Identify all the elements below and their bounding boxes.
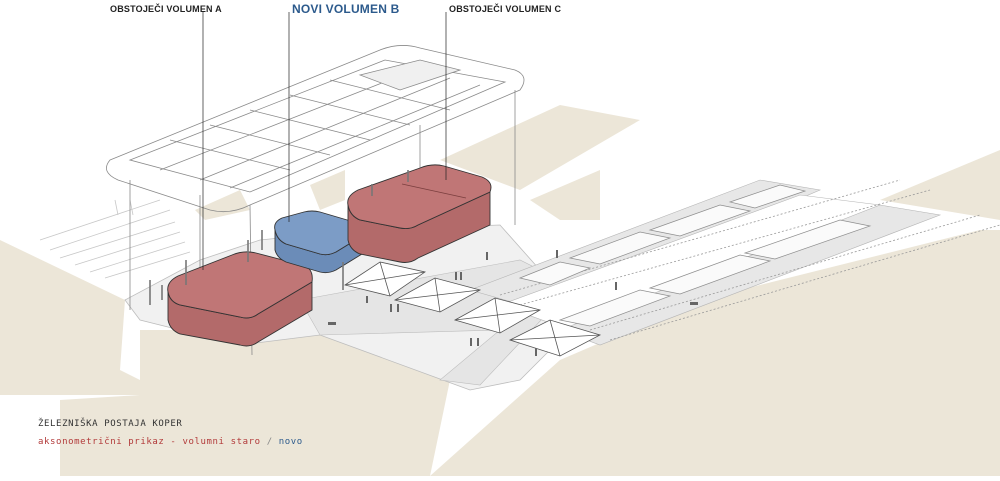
label-volume-b: NOVI VOLUMEN B	[292, 2, 400, 16]
ground-left	[0, 240, 170, 395]
pyramid-canopy-ridge	[454, 297, 541, 334]
caption-subtitle: aksonometrični prikaz - volumni staro / …	[38, 437, 303, 447]
roof-skylight	[358, 59, 462, 91]
label-volume-c: OBSTOJEČI VOLUMEN C	[449, 4, 562, 14]
caption-subtitle-new: novo	[278, 437, 303, 447]
figure	[470, 338, 472, 346]
figure	[390, 304, 392, 312]
canopy	[728, 184, 807, 209]
figure	[477, 338, 479, 346]
platform-canopies	[518, 184, 872, 327]
parking-line	[129, 199, 134, 216]
figure	[486, 252, 488, 260]
canopy	[568, 231, 672, 265]
ground-bottom-right	[430, 230, 1000, 476]
pyramid-canopy-ridge	[394, 277, 481, 313]
parking-line	[114, 199, 119, 216]
roof-outer	[106, 45, 525, 213]
figure	[690, 302, 698, 305]
ground-mid-beige	[530, 170, 600, 220]
parking-line	[89, 241, 186, 273]
parking-line	[59, 221, 176, 259]
canopy	[648, 254, 772, 295]
canopy	[743, 219, 872, 260]
roof-inner	[128, 59, 507, 193]
volume-c	[347, 164, 492, 263]
volume-c-top	[347, 164, 492, 230]
figure	[535, 348, 537, 356]
caption-title: ŽELEZNIŠKA POSTAJA KOPER	[38, 419, 183, 429]
volume-c-seam	[401, 183, 467, 199]
figure	[455, 272, 457, 280]
figures	[328, 250, 698, 356]
parking-line	[39, 199, 161, 241]
leader-lines	[202, 12, 447, 270]
canopy	[558, 289, 672, 327]
ground-lawn-2	[310, 170, 345, 210]
entrance-canopies	[344, 261, 602, 357]
ground-lawn	[195, 190, 250, 220]
volume-a-top	[167, 251, 313, 319]
canopy	[518, 261, 592, 286]
volume-a	[167, 251, 313, 347]
figure	[328, 322, 336, 325]
caption-subtitle-sep: /	[260, 437, 279, 447]
figure	[460, 272, 462, 280]
pyramid-canopy-ridge	[509, 319, 601, 357]
parking-line	[49, 209, 171, 251]
parking-lines	[39, 199, 191, 279]
caption-subtitle-old: aksonometrični prikaz - volumni staro	[38, 437, 261, 447]
track	[519, 189, 931, 306]
label-volume-a: OBSTOJEČI VOLUMEN A	[110, 4, 222, 14]
parking-line	[74, 231, 181, 266]
pyramid-canopy-ridge	[344, 261, 426, 297]
canopy	[648, 204, 752, 237]
ground-top-beige	[440, 105, 640, 190]
rail-area	[469, 179, 1000, 346]
roof-grid	[159, 69, 481, 189]
roof-grid	[169, 79, 451, 171]
ground-bottom	[60, 330, 450, 476]
figure	[615, 282, 617, 290]
parking-line	[104, 251, 191, 279]
bollards	[149, 170, 409, 305]
figure	[556, 250, 558, 258]
figure	[397, 304, 399, 312]
figure	[366, 296, 368, 303]
